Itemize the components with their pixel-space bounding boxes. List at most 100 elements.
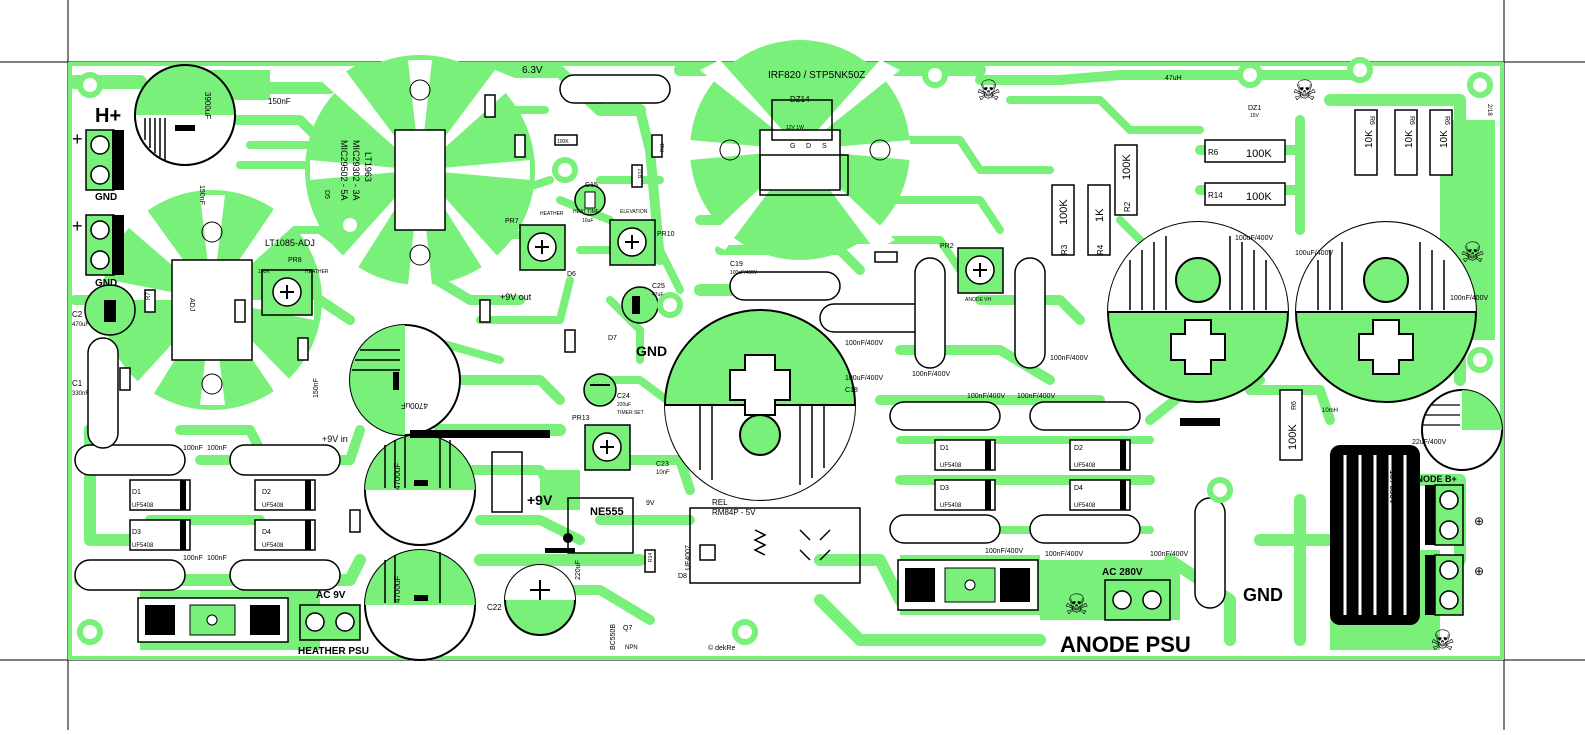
pr7-label: PR7: [505, 218, 519, 225]
r2-val: 100K: [1121, 154, 1133, 180]
h-plus-label: H+: [95, 105, 121, 127]
r100k-label: 100K: [557, 139, 569, 145]
heatsink-right: [690, 40, 910, 260]
rel-label: REL: [712, 498, 728, 507]
nine-v-led-label: 9V: [646, 500, 655, 507]
cap-4700-b-label: 4700uF: [393, 463, 402, 490]
logo-label: © dekRe: [708, 644, 735, 652]
r6h-val: 100K: [1246, 148, 1272, 160]
cap-big-1: [1107, 221, 1289, 403]
c22-label: C22: [487, 603, 502, 612]
cap-4700-a-label: 4700uF: [401, 401, 428, 410]
ad4-val: UF5408: [1074, 503, 1096, 509]
c22-val: 220uF: [575, 560, 582, 580]
r6b-label: R6: [1408, 116, 1415, 125]
r12-label: R12: [638, 169, 644, 178]
c24-val: 220uF: [617, 402, 631, 408]
q7-label: Q7: [623, 625, 632, 632]
cap-400-b: 100nF/400V: [912, 371, 950, 378]
cap-100nf-2: 100nF: [207, 445, 227, 452]
anode-gnd-label: GND: [1243, 585, 1283, 605]
dz14-label: DZ14: [790, 95, 810, 104]
heather-labels: H+ + + GND GND 3900uF 150nF 150nF 150nF …: [72, 65, 756, 657]
cap-3900-label: 3900uF: [203, 92, 212, 119]
plus-sign-2: +: [72, 216, 83, 236]
bc550b-label: BC550B: [610, 624, 617, 650]
cap-4700uf-b: [364, 434, 476, 546]
rel-val: RM84P - 5V: [712, 508, 756, 517]
d3-val: UF5408: [132, 543, 154, 549]
pr10-label: PR10: [657, 231, 675, 238]
gnd-label-1: GND: [95, 192, 117, 203]
r4-label: R4: [1096, 244, 1105, 255]
anode-psu-label: ANODE PSU: [1060, 632, 1191, 657]
anode-b-label: ANODE B+: [1410, 474, 1457, 484]
d8-val: UF4007: [685, 545, 692, 570]
c1-val: 330nF: [72, 391, 89, 397]
cap-400-c: 100nF/400V: [1050, 355, 1088, 362]
c23-val: 10nF: [656, 470, 670, 476]
l-10mh-label: 10mH: [1322, 408, 1338, 414]
cap-c24: [583, 373, 617, 407]
ad3-val: UF5408: [940, 503, 962, 509]
heatsink-left: [102, 190, 322, 410]
pr13-label: PR13: [572, 415, 590, 422]
r6h-label: R6: [1208, 148, 1219, 157]
big2-label: 100uF/400V: [1295, 250, 1333, 257]
pin-d: D: [806, 143, 811, 150]
plus-a-label: ⊕: [1474, 514, 1484, 528]
pr8-sub: HEATHER: [305, 269, 329, 275]
cap-big-2: [1295, 221, 1477, 403]
ad2-label: D2: [1074, 445, 1083, 452]
nine-v-in-label: +9V in: [322, 434, 348, 444]
c18-val: 100uF/400V: [845, 375, 883, 382]
skull-icon: ☠: [1064, 588, 1089, 621]
l-47uh-label: 47uH: [1165, 75, 1182, 82]
r14-val: 100K: [1246, 191, 1272, 203]
r14-label: R14: [648, 553, 654, 562]
pin-s: S: [822, 143, 827, 150]
ad2-val: UF5408: [1074, 463, 1096, 469]
black-marks: [410, 418, 1220, 553]
c2-val: 470uF: [72, 322, 89, 328]
pr8-label: PR8: [288, 257, 302, 264]
cap-4700-c-label: 4700uF: [393, 576, 402, 603]
cap-100nf-3: 100nF: [183, 555, 203, 562]
resistors: [119, 94, 1453, 573]
trimmers: [261, 219, 1004, 471]
cap-c18: [664, 309, 856, 501]
d1-val: UF5408: [132, 503, 154, 509]
reg-mic-2-label: MIC29302 - 3A: [351, 140, 361, 201]
dz14-val: 12V 1W: [786, 125, 804, 131]
gnd-label-2: GND: [95, 278, 117, 289]
heather-psu-label: HEATHER PSU: [298, 646, 369, 657]
plus-sign-1: +: [72, 129, 83, 149]
mosfet-label: IRF820 / STP5NK50Z: [768, 70, 865, 81]
cap-4700uf-c: [364, 549, 476, 661]
c1u-label: 1u / 350V: [1388, 470, 1397, 505]
npn-label: NPN: [625, 645, 638, 651]
ac9v-label: AC 9V: [316, 590, 346, 601]
r11-label: R11: [660, 143, 666, 152]
pin-g: G: [790, 143, 795, 150]
skull-icon: ☠: [976, 74, 1001, 107]
d4-val: UF5408: [262, 543, 284, 549]
elevation-label: ELEVATION: [620, 209, 648, 215]
r6a-label: R6: [1368, 116, 1375, 125]
anode-vh-label: ANODE VH: [965, 297, 992, 303]
cap-100nf-1: 100nF: [183, 445, 203, 452]
c18-label: C18: [845, 387, 858, 394]
ad1-label: D1: [940, 445, 949, 452]
heat-time-label: HEAT TIME: [573, 209, 600, 215]
r6v-label: R6: [1291, 401, 1298, 410]
cap-400-h: 100nF/400V: [1150, 551, 1188, 558]
c15-label: C15: [585, 182, 598, 189]
mounting-holes: [77, 57, 1493, 645]
dz1-val: 15V: [1250, 113, 1260, 119]
r14-label: R14: [1208, 191, 1223, 200]
r6c-label: R6: [1443, 116, 1450, 125]
d7-label: D7: [608, 335, 617, 342]
timer-set-label: TIMER SET: [617, 410, 644, 416]
cap-22uf: [1421, 389, 1503, 471]
